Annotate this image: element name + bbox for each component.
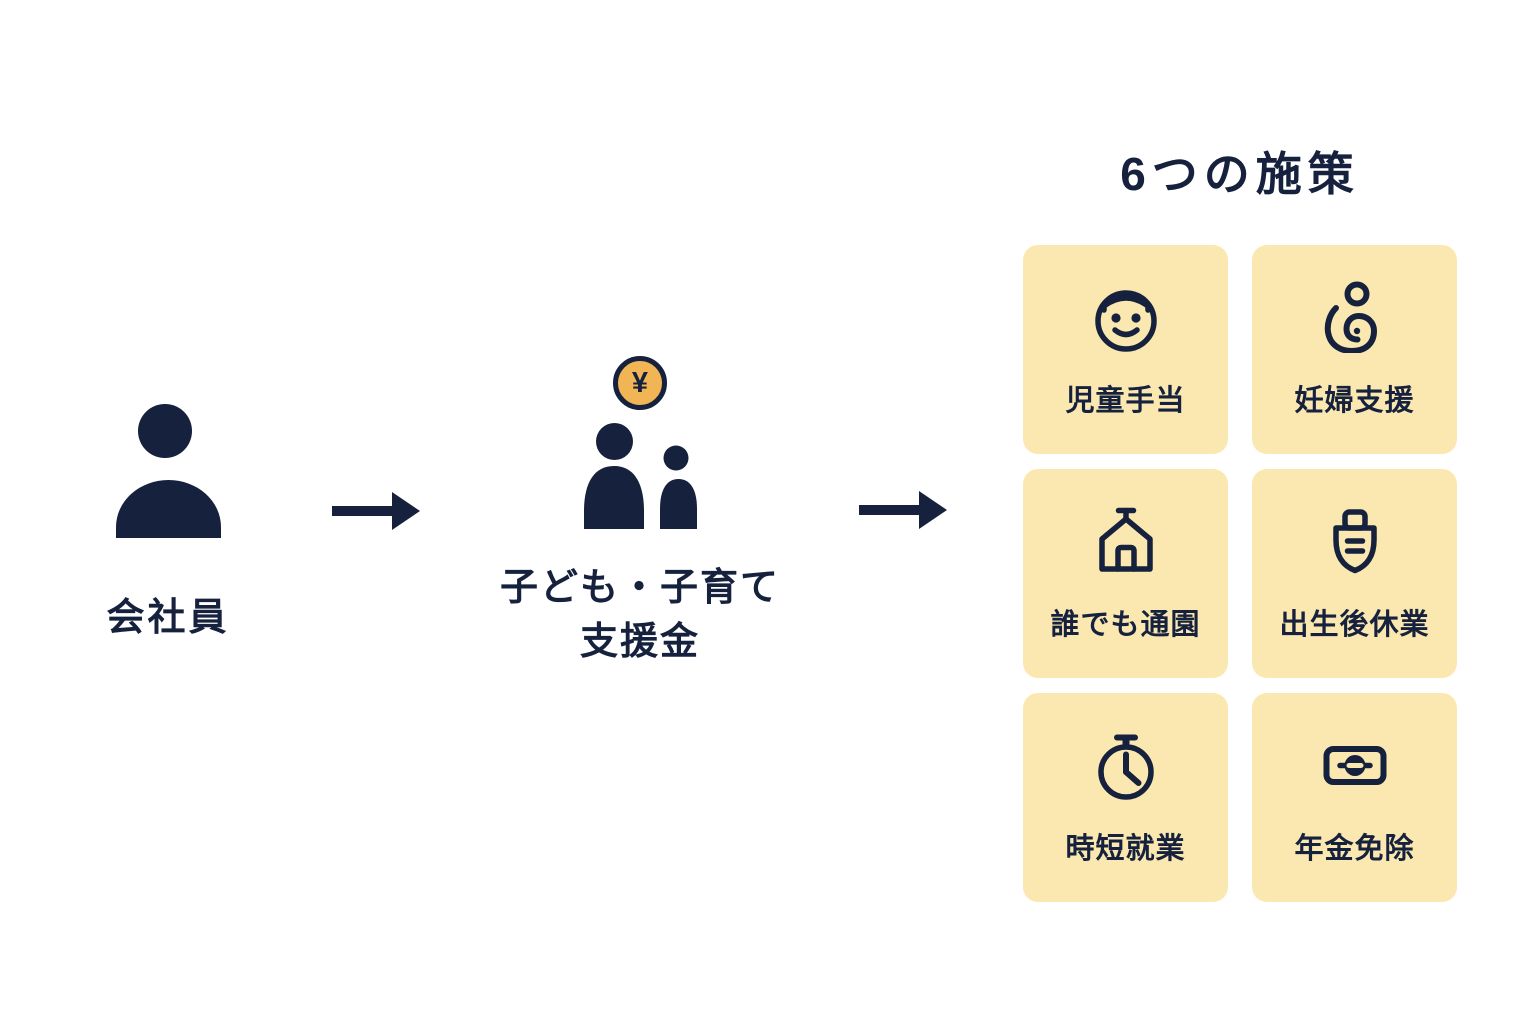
banknote-icon [1323,745,1386,785]
measure-card-child-allowance: 児童手当 [1023,245,1228,454]
measure-card-open-preschool: 誰でも通園 [1023,469,1228,678]
measure-label: 時短就業 [1065,832,1186,865]
person-icon [116,404,221,538]
measures-panel: 6つの施策 児童手当 [1023,138,1457,902]
yen-symbol: ¥ [631,366,649,399]
fund-label: 子ども・子育て 支援金 [440,561,840,669]
measure-label: 年金免除 [1294,832,1415,865]
yen-coin-icon: ¥ [613,356,667,410]
fund-group: ¥ 子ども・子育て 支援金 [440,356,840,669]
measure-card-pension-exemption: 年金免除 [1252,693,1457,902]
measure-label: 児童手当 [1065,384,1186,417]
measure-label: 出生後休業 [1279,608,1430,641]
fund-label-line2: 支援金 [579,621,700,663]
baby-face-icon [1094,289,1157,352]
kindergarten-icon [1098,507,1153,572]
fund-label-line1: 子ども・子育て [499,567,780,609]
measure-card-shortened-hours: 時短就業 [1023,693,1228,902]
measure-card-postnatal-leave: 出生後休業 [1252,469,1457,678]
mother-baby-icon [1324,281,1377,353]
measure-label: 妊婦支援 [1294,384,1415,417]
worker-group: 会社員 [48,402,288,641]
arrow-right-icon [859,491,947,529]
parent-child-icon [583,423,697,529]
measures-title: 6つの施策 [1120,148,1360,200]
measure-label: 誰でも通園 [1050,608,1201,641]
measures-grid: 児童手当 妊婦支援 [1023,245,1457,902]
measure-card-pregnancy-support: 妊婦支援 [1252,245,1457,454]
worker-label: 会社員 [106,597,230,639]
stopwatch-icon [1097,734,1154,800]
arrow-right-icon [332,492,420,530]
swaddled-baby-icon [1332,508,1377,573]
